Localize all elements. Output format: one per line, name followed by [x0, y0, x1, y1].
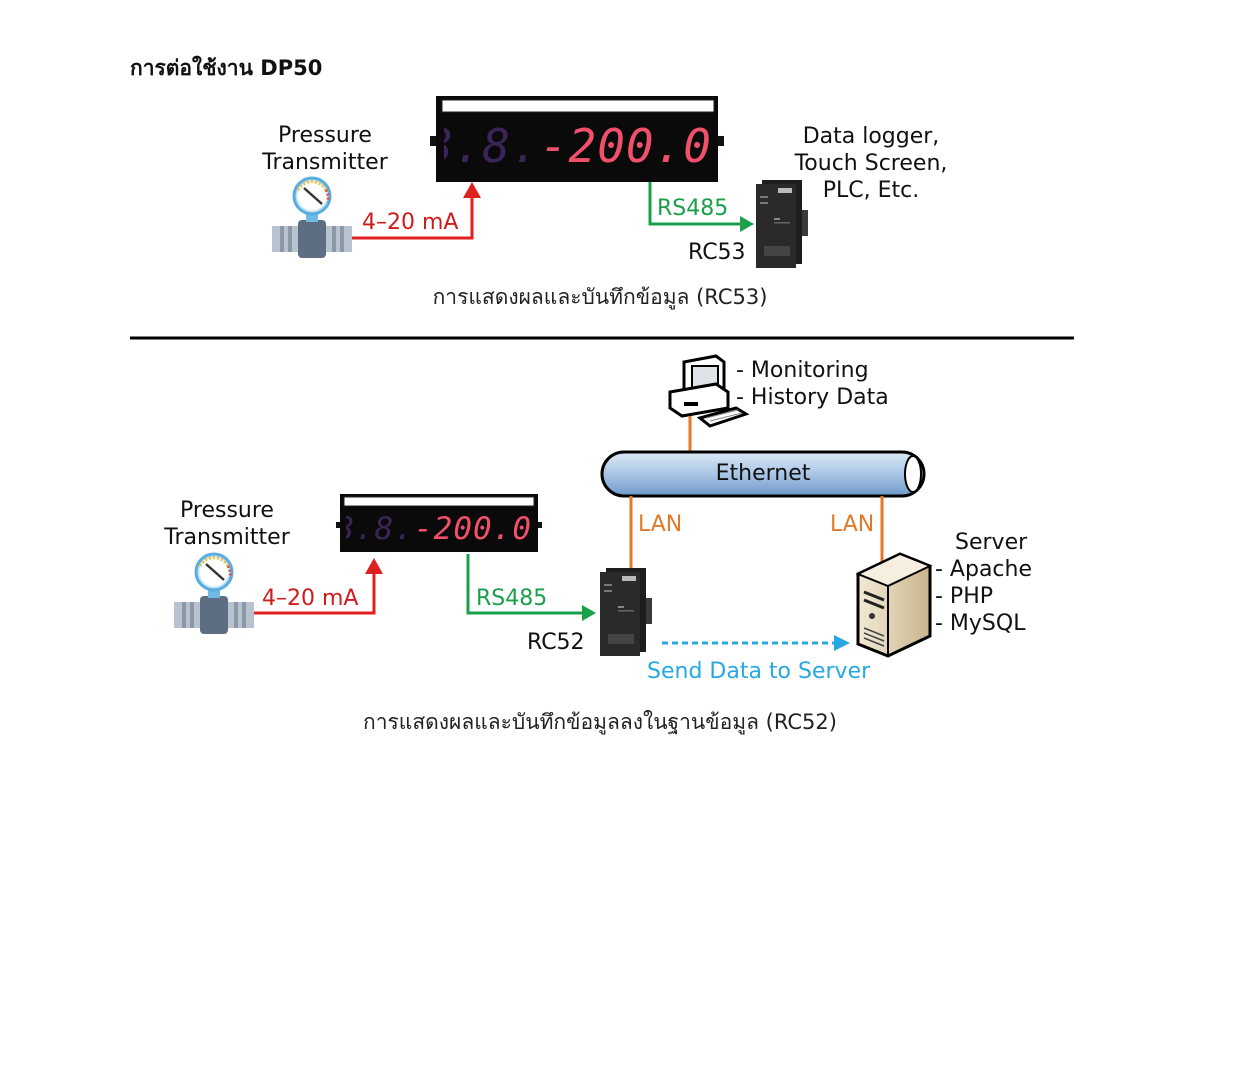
display-dim-digits-2: 8.8. [346, 511, 415, 547]
pc-feature-monitoring: - Monitoring [736, 358, 869, 383]
rs485-label-1: RS485 [657, 196, 729, 221]
target-line-1: Data logger, [802, 124, 940, 149]
dp50-display-2 [336, 494, 542, 552]
transmitter-label-1-line2: Transmitter [262, 150, 388, 175]
rs485-line-2 [466, 554, 584, 615]
signal-arrow-1 [463, 182, 481, 198]
ethernet-label: Ethernet [715, 461, 811, 486]
caption-rc53: การแสดงผลและบันทึกข้อมูล (RC53) [432, 285, 768, 309]
rs485-label-2: RS485 [476, 586, 548, 611]
target-devices-label: Data logger, Touch Screen, PLC, Etc. [776, 123, 966, 204]
transmitter-label-2-line1: Pressure [180, 498, 274, 523]
dp50-display-1 [430, 96, 724, 182]
display-value-1: -200.0 [539, 119, 712, 173]
rc52-label: RC52 [527, 630, 585, 655]
signal-line-1 [352, 196, 474, 240]
rs485-arrow-2 [582, 605, 596, 621]
server-feature-mysql: - MySQL [935, 611, 1026, 636]
display-value-2: -200.0 [414, 511, 532, 547]
transmitter-label-2-line2: Transmitter [164, 525, 290, 550]
rs485-arrow-1 [740, 216, 754, 232]
title-model: DP50 [260, 56, 323, 80]
display-readout-2: 8.8. -200.0 [346, 508, 532, 550]
signal-arrow-2 [365, 558, 383, 574]
signal-label-1: 4–20 mA [362, 210, 459, 235]
ethernet-bus [600, 450, 926, 498]
lan-label-left: LAN [638, 512, 683, 537]
signal-label-2: 4–20 mA [262, 586, 359, 611]
target-line-3: PLC, Etc. [822, 178, 920, 203]
rc53-label: RC53 [688, 240, 746, 265]
transmitter-label-1-line1: Pressure [278, 123, 372, 148]
send-data-arrow [834, 635, 850, 651]
signal-line-2 [254, 572, 376, 615]
rs485-line-1 [648, 182, 742, 226]
transmitter-label-1: Pressure Transmitter [240, 122, 410, 176]
send-data-label: Send Data to Server [647, 659, 871, 684]
pressure-transmitter-icon-2 [172, 552, 256, 636]
server-feature-php: - PHP [935, 584, 994, 609]
server-feature-apache: - Apache [935, 557, 1033, 582]
server-features: - Apache - PHP - MySQL [935, 556, 1032, 637]
pc-icon [668, 354, 748, 428]
display-readout-1: 8.8. -200.0 [444, 114, 712, 178]
page-title: การต่อใช้งาน DP50 [130, 52, 322, 85]
transmitter-label-2: Pressure Transmitter [142, 497, 312, 551]
pressure-transmitter-icon-1 [270, 176, 354, 260]
caption-rc52: การแสดงผลและบันทึกข้อมูลลงในฐานข้อมูล (R… [363, 710, 837, 734]
server-icon [855, 552, 933, 658]
server-title: Server [955, 530, 1028, 555]
title-thai: การต่อใช้งาน [130, 56, 253, 80]
lan-label-right: LAN [830, 512, 875, 537]
display-dim-digits-1: 8.8. [444, 119, 540, 173]
pc-features: - Monitoring - History Data [736, 357, 889, 411]
target-line-2: Touch Screen, [794, 151, 948, 176]
pc-feature-history: - History Data [736, 385, 889, 410]
rc52-converter-icon [600, 568, 652, 656]
